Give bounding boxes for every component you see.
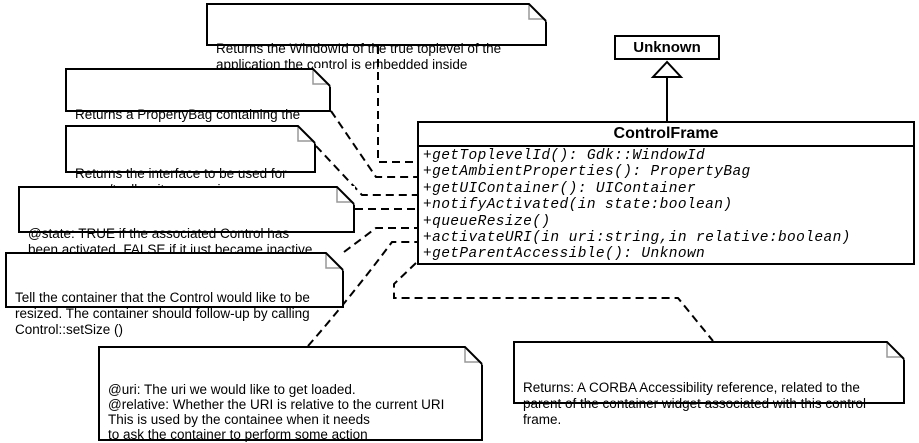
method-notify-activated: +notifyActivated(in state:boolean): [423, 197, 733, 214]
note-text: @uri: The uri we would like to get loade…: [108, 381, 445, 443]
dogear-fold-icon: [528, 3, 547, 22]
class-controlframe-name: ControlFrame: [419, 123, 913, 147]
class-unknown: Unknown: [614, 35, 720, 60]
note-text: Returns: A CORBA Accessibility reference…: [523, 380, 866, 427]
note-ambient-properties: Returns a PropertyBag containing the amb…: [65, 68, 331, 138]
dogear-fold-icon: [312, 68, 331, 87]
note-text: Tell the container that the Control woul…: [15, 290, 310, 337]
note-activate-uri: @uri: The uri we would like to get loade…: [98, 346, 483, 443]
method-get-ambient-properties: +getAmbientProperties(): PropertyBag: [423, 164, 751, 181]
method-get-parent-accessible: +getParentAccessible(): Unknown: [423, 246, 706, 263]
connector-uri-note: [307, 241, 417, 347]
connector-resize-note: [343, 227, 417, 253]
dogear-fold-icon: [886, 341, 905, 360]
method-get-ui-container: +getUIContainer(): UIContainer: [423, 180, 697, 197]
method-get-toplevel-id: +getToplevelId(): Gdk::WindowId: [423, 148, 706, 164]
dogear-fold-icon: [297, 125, 316, 144]
method-activate-uri: +activateURI(in uri:string,in relative:b…: [423, 230, 851, 247]
class-unknown-name: Unknown: [633, 39, 701, 56]
class-controlframe: ControlFrame +getToplevelId(): Gdk::Wind…: [417, 121, 915, 265]
dogear-fold-icon: [336, 186, 355, 205]
method-queue-resize: +queueResize(): [423, 213, 551, 230]
dogear-fold-icon: [464, 346, 483, 365]
connector-uicontainer-note: [315, 145, 417, 196]
note-queue-resize: Tell the container that the Control woul…: [5, 252, 344, 337]
class-controlframe-methods: +getToplevelId(): Gdk::WindowId +getAmbi…: [419, 147, 913, 263]
inheritance-arrow: [650, 60, 684, 121]
note-notify-activated: @state: TRUE if the associated Control h…: [18, 186, 355, 257]
connector-corba-note: [393, 262, 714, 342]
note-toplevel-id: Returns the WindowId of the true topleve…: [206, 3, 547, 72]
connector-ambient-note: [330, 110, 417, 178]
note-ui-container: Returns the interface to be used for men…: [65, 125, 316, 197]
note-parent-accessible: Returns: A CORBA Accessibility reference…: [513, 341, 905, 427]
dogear-fold-icon: [325, 252, 344, 271]
